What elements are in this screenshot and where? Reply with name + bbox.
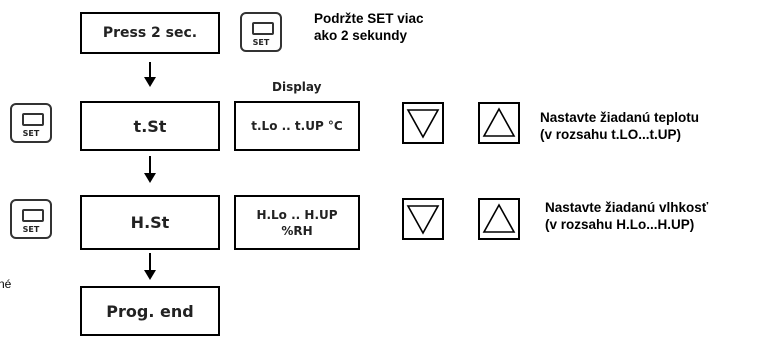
set-screen-icon [22,113,44,126]
note-temp-line2: (v rozsahu t.LO...t.UP) [540,127,682,142]
set-button-icon[interactable]: SET [10,199,52,239]
down-triangle-icon [406,109,440,139]
step-program-end: Prog. end [80,286,220,336]
note-temp-line1: Nastavte žiadanú teplotu [540,110,700,125]
step-press-2-sec: Press 2 sec. [80,12,220,54]
hum-range-line2: %RH [281,223,313,238]
up-triangle-icon [482,203,516,233]
note-hum-line1: Nastavte žiadanú vlhkosť [545,200,709,215]
display-humidity-range: H.Lo .. H.UP %RH [234,195,360,250]
note-hold-set: Podržte SET viac ako 2 sekundy [314,10,424,44]
step-t-st-label: t.St [133,116,167,136]
display-caption: Display [272,80,322,94]
down-button[interactable] [402,198,444,240]
step-end-label: Prog. end [106,301,194,321]
down-button[interactable] [402,102,444,144]
step-press-label: Press 2 sec. [102,25,198,41]
cut-left-text: né [0,277,12,291]
temp-range-text: t.Lo .. t.UP °C [251,119,343,133]
set-label: SET [252,38,270,47]
note-cut-left: né [0,276,11,293]
up-triangle-icon [482,107,516,137]
note-set-temperature: Nastavte žiadanú teplotu (v rozsahu t.LO… [540,109,699,143]
step-h-st-label: H.St [130,213,170,232]
down-arrow-icon [144,253,156,280]
down-arrow-icon [144,156,156,183]
set-label: SET [22,129,40,138]
step-humidity-setpoint: H.St [80,195,220,250]
set-screen-icon [252,22,274,35]
set-label: SET [22,225,40,234]
set-button-icon[interactable]: SET [10,103,52,143]
up-button[interactable] [478,198,520,240]
note-set-humidity: Nastavte žiadanú vlhkosť (v rozsahu H.Lo… [545,199,708,233]
set-screen-icon [22,209,44,222]
hum-range-line1: H.Lo .. H.UP [256,207,338,222]
note-hold-line1: Podržte SET viac [314,11,424,26]
down-triangle-icon [406,205,440,235]
note-hold-line2: ako 2 sekundy [314,28,408,43]
down-arrow-icon [144,62,156,87]
note-hum-line2: (v rozsahu H.Lo...H.UP) [545,217,695,232]
up-button[interactable] [478,102,520,144]
display-temperature-range: t.Lo .. t.UP °C [234,101,360,151]
step-temperature-setpoint: t.St [80,101,220,151]
set-button-icon[interactable]: SET [240,12,282,52]
